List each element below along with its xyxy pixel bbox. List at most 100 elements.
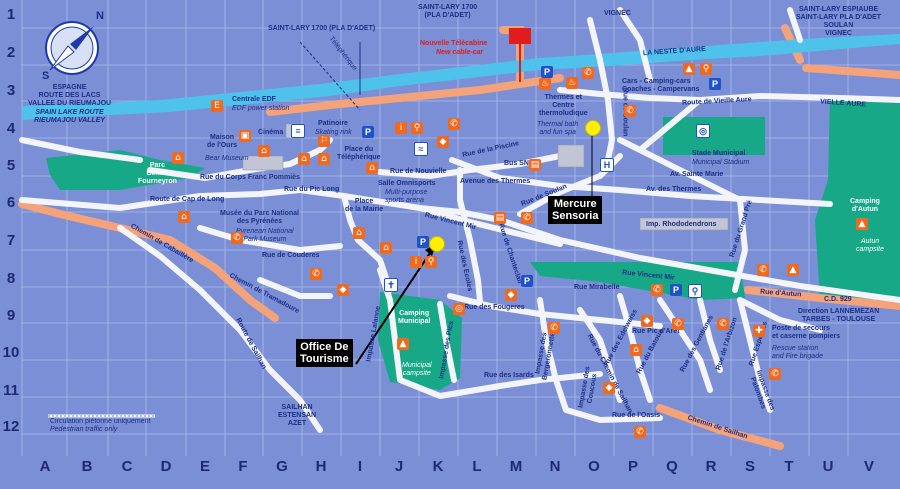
hotel-icon[interactable]: H bbox=[600, 158, 614, 172]
office-location-marker[interactable] bbox=[429, 236, 445, 252]
compass-south-letter: S bbox=[42, 70, 50, 82]
column-label: G bbox=[276, 458, 288, 475]
rue-mirabelle-label: Rue Mirabelle bbox=[574, 284, 620, 291]
camping-icon[interactable]: ▲ bbox=[856, 218, 868, 230]
office-arrow bbox=[355, 249, 433, 365]
house-icon[interactable]: ⌂ bbox=[366, 162, 378, 174]
phone-icon[interactable]: ✆ bbox=[634, 426, 646, 438]
phone-icon[interactable]: ✆ bbox=[521, 212, 533, 224]
rue-couderes-label: Rue de Couderes bbox=[262, 252, 320, 259]
phone-icon[interactable]: ✆ bbox=[624, 105, 636, 117]
thermes-icon[interactable]: ♨ bbox=[539, 78, 551, 90]
phone-icon[interactable]: ✆ bbox=[582, 67, 594, 79]
wildlife-icon[interactable]: ◆ bbox=[603, 382, 615, 394]
bear-museum-label: Bear Museum bbox=[205, 155, 249, 162]
shop-icon[interactable]: ◆ bbox=[641, 315, 653, 327]
municipal-stadium-label: Municipal Stadium bbox=[692, 159, 750, 166]
rescue-cross-icon[interactable]: ✚ bbox=[753, 325, 765, 337]
info-icon[interactable]: i bbox=[410, 256, 422, 268]
phone-icon[interactable]: ✆ bbox=[769, 368, 781, 380]
phone-icon[interactable]: ✆ bbox=[651, 284, 663, 296]
camping-icon[interactable]: ▲ bbox=[397, 338, 409, 350]
phone-icon[interactable]: ✆ bbox=[717, 318, 729, 330]
thermal-bath-label: Thermal bath and fun spa bbox=[537, 121, 579, 136]
column-label: L bbox=[472, 458, 482, 475]
row-label: 1 bbox=[6, 6, 16, 23]
phone-icon[interactable]: ✆ bbox=[448, 118, 460, 130]
thermes-label: Thermes et Centre thermoludique bbox=[539, 94, 588, 117]
pedestrian-legend-fr: Circulation piétonne uniquement bbox=[50, 418, 151, 425]
column-label: P bbox=[627, 458, 638, 475]
sports-arena-label: Multi-purpose sports arena bbox=[385, 189, 428, 204]
parking-icon[interactable]: P bbox=[541, 66, 553, 78]
rue-pic-arei-label: Rue Pic d'Aret bbox=[632, 328, 680, 335]
town-hall-icon[interactable]: ⌂ bbox=[353, 227, 365, 239]
sailhan-towns-label: SAILHAN ESTENSAN AZET bbox=[278, 404, 317, 427]
place-mairie-label: Place de la Mairie bbox=[345, 198, 384, 213]
cinema-icon[interactable]: ▣ bbox=[239, 130, 251, 142]
skating-rink-label: Skating rink bbox=[315, 129, 352, 136]
saint-lary-top-label: SAINT-LARY 1700 (PLA D'ADET) bbox=[418, 4, 478, 19]
column-label: F bbox=[238, 458, 248, 475]
camping-icon[interactable]: ▲ bbox=[787, 264, 799, 276]
fire-icon[interactable]: ♨ bbox=[566, 77, 578, 89]
hotel-icon[interactable]: ⌂ bbox=[318, 153, 330, 165]
parking-icon[interactable]: P bbox=[709, 78, 721, 90]
pool-icon[interactable]: ≈ bbox=[414, 142, 428, 156]
av-des-thermes-label: Av. des Thermes bbox=[646, 186, 702, 193]
shop-icon[interactable]: ◆ bbox=[337, 284, 349, 296]
patinoire-icon[interactable]: ≡ bbox=[291, 124, 305, 138]
tennis-icon[interactable]: ◎ bbox=[453, 303, 465, 315]
toilets-icon[interactable]: ⚲ bbox=[700, 63, 712, 75]
edf-icon[interactable]: E bbox=[211, 100, 223, 112]
rue-isards-label: Rue des Isards bbox=[484, 372, 534, 379]
rescue-station-label: Rescue station and Fire brigade bbox=[772, 345, 823, 360]
parking-icon[interactable]: P bbox=[521, 275, 533, 287]
stadium-icon[interactable]: ◎ bbox=[696, 124, 710, 138]
rue-fougeres-label: Rue des Fougeres bbox=[464, 304, 525, 311]
house-icon[interactable]: ⌂ bbox=[630, 344, 642, 356]
skating-icon[interactable]: ⚐ bbox=[318, 135, 330, 147]
search-icon[interactable]: ⚲ bbox=[688, 284, 702, 298]
vignec-label: VIGNEC bbox=[604, 10, 631, 17]
camping-municipal-label: Camping Municipal bbox=[398, 310, 431, 325]
parking-icon[interactable]: P bbox=[362, 126, 374, 138]
phone-icon[interactable]: ✆ bbox=[231, 232, 243, 244]
column-label: U bbox=[822, 458, 834, 475]
column-label: I bbox=[357, 458, 363, 475]
phone-icon[interactable]: ✆ bbox=[672, 318, 684, 330]
parking-icon[interactable]: P bbox=[417, 236, 429, 248]
phone-icon[interactable]: ✆ bbox=[310, 268, 322, 280]
bus-icon[interactable]: ▤ bbox=[529, 159, 541, 171]
restaurant-icon[interactable]: ⌂ bbox=[380, 242, 392, 254]
mercure-location-marker[interactable] bbox=[585, 120, 601, 136]
toilets-icon[interactable]: ⚲ bbox=[425, 256, 437, 268]
bus-stop-icon[interactable]: ▤ bbox=[494, 212, 506, 224]
camping-car-icon[interactable]: ▲ bbox=[683, 63, 695, 75]
direction-lannemezan-label: Direction LANNEMEZAN TARBES - TOULOUSE bbox=[798, 308, 880, 323]
bear-icon[interactable]: ⌂ bbox=[172, 152, 184, 164]
shop-icon[interactable]: ◆ bbox=[505, 289, 517, 301]
row-label: 12 bbox=[2, 418, 20, 435]
new-cable-car-label: New cable-car bbox=[436, 49, 484, 56]
info-icon[interactable]: i bbox=[395, 122, 407, 134]
mercure-sensoria-callout[interactable]: Mercure Sensoria bbox=[548, 196, 603, 224]
restaurant-icon[interactable]: ⌂ bbox=[178, 211, 190, 223]
museum-icon[interactable]: ⌂ bbox=[258, 145, 270, 157]
avenue-thermes-label: Avenue des Thermes bbox=[460, 178, 531, 185]
toilets-icon[interactable]: ⚲ bbox=[411, 122, 423, 134]
rue-nouvielle-label: Rue de Nouvielle bbox=[390, 168, 447, 175]
parking-icon[interactable]: P bbox=[670, 284, 682, 296]
phone-icon[interactable]: ✆ bbox=[548, 322, 560, 334]
phone-icon[interactable]: ✆ bbox=[757, 264, 769, 276]
office-tourisme-callout[interactable]: Office De Tourisme bbox=[296, 339, 353, 367]
musee-parc-label: Musée du Parc National des Pyrénées bbox=[220, 210, 299, 225]
church-icon[interactable]: ✝ bbox=[384, 278, 398, 292]
row-label: 4 bbox=[6, 120, 16, 137]
top-right-towns-label: SAINT-LARY ESPIAUBE SAINT-LARY PLA D'ADE… bbox=[796, 6, 882, 37]
restaurant-icon[interactable]: ⌂ bbox=[298, 153, 310, 165]
shop-icon[interactable]: ◆ bbox=[437, 136, 449, 148]
park-museum-label: Pyrenean National Park Museum bbox=[236, 228, 294, 243]
